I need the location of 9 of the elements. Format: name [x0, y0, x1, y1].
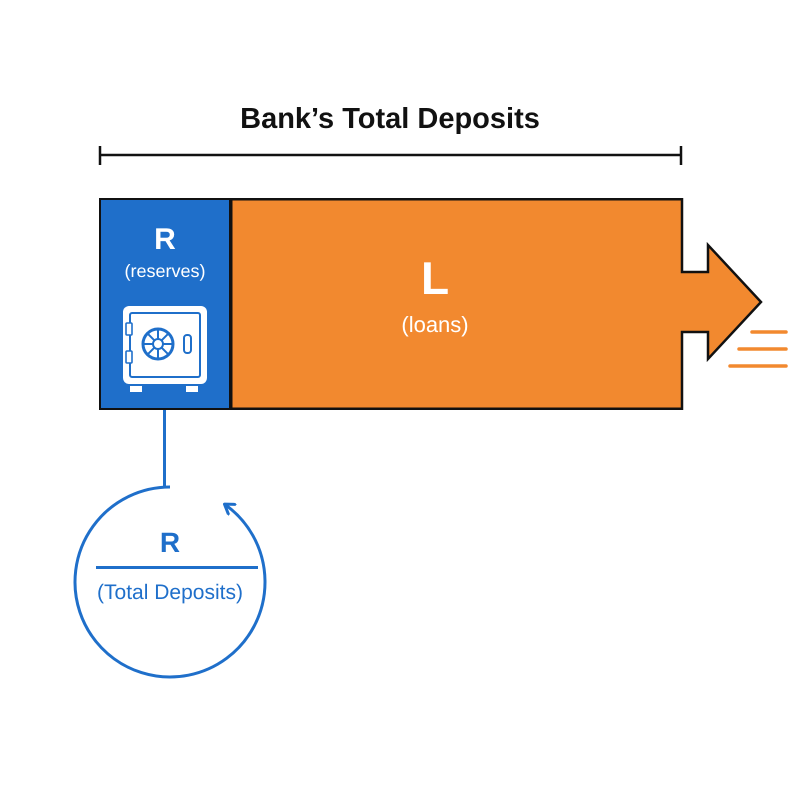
reserves-block — [99, 198, 231, 410]
fraction-numerator: R — [160, 528, 180, 558]
diagram-title: Bank’s Total Deposits — [240, 104, 540, 136]
connector-line — [163, 410, 166, 488]
variable-letter: R — [154, 223, 176, 256]
fraction-denominator: (Total Deposits) — [97, 580, 243, 604]
variable-letter: L — [420, 253, 450, 304]
block-caption: (loans) — [401, 313, 469, 338]
block-caption: (reserves) — [124, 262, 206, 282]
